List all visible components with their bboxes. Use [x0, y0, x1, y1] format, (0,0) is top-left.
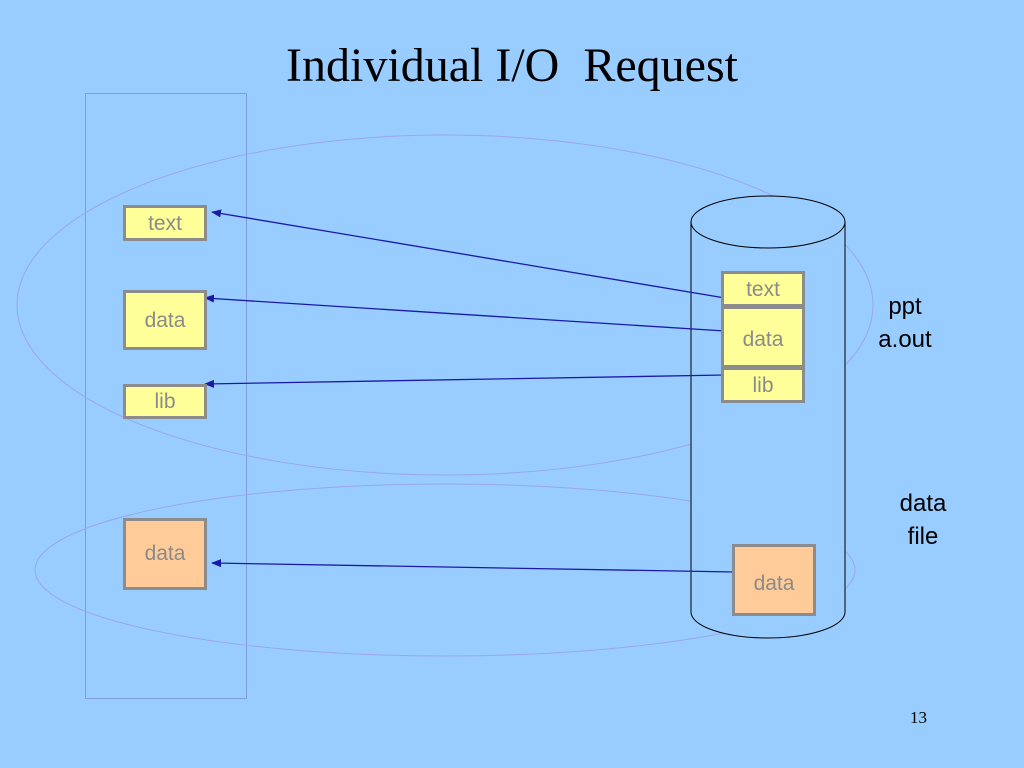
process-memory-column	[85, 93, 247, 699]
disk-lib-segment: lib	[721, 367, 805, 403]
arrow-lib-load	[204, 374, 726, 388]
memory-file-data-segment: data	[123, 518, 207, 590]
disk-data-segment: data	[721, 306, 805, 368]
page-number: 13	[910, 708, 927, 727]
memory-lib-segment: lib	[123, 384, 207, 419]
executable-group-ellipse	[16, 134, 874, 476]
executable-label: ppt a.out	[860, 290, 950, 356]
arrow-file-data-read	[211, 559, 736, 573]
disk-file-data-segment: data	[732, 544, 816, 616]
arrow-data-load	[204, 294, 726, 332]
memory-text-segment: text	[123, 205, 207, 241]
arrow-text-load	[211, 209, 726, 299]
executable-label-line1: ppt	[888, 293, 922, 320]
datafile-label-line1: data	[899, 490, 947, 517]
executable-label-line2: a.out	[878, 326, 932, 353]
datafile-label-line2: file	[907, 523, 939, 550]
memory-data-segment: data	[123, 290, 207, 350]
datafile-label: data file	[878, 487, 968, 553]
disk-text-segment: text	[721, 271, 805, 307]
datafile-group-ellipse	[34, 483, 856, 657]
slide-title: Individual I/O Request	[286, 39, 738, 92]
